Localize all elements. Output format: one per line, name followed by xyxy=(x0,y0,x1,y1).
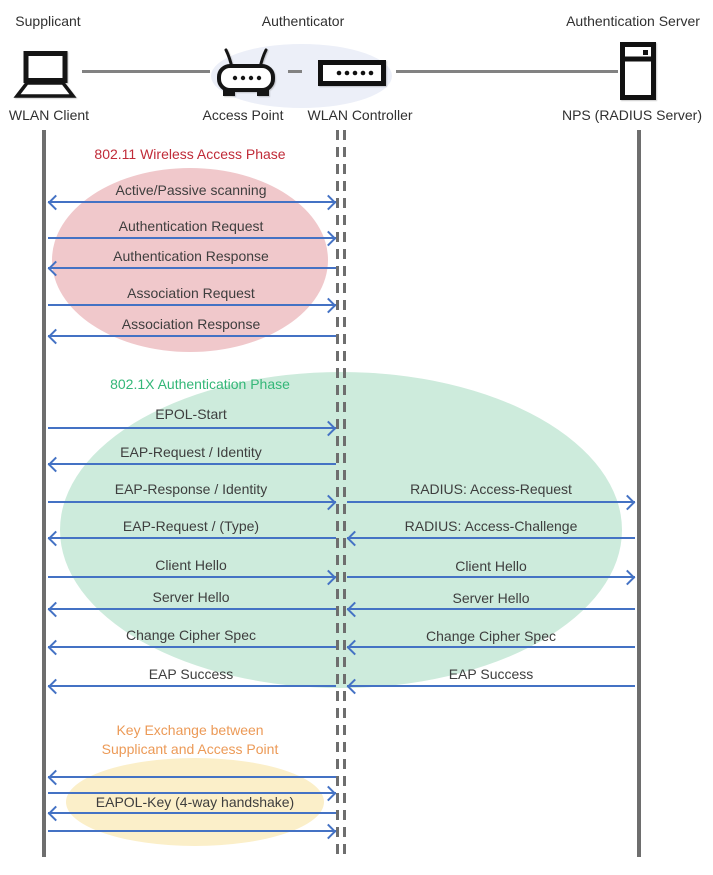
message-label: EAP-Request / (Type) xyxy=(122,518,260,534)
arrow-association-response xyxy=(47,328,336,345)
message-label: EPOL-Start xyxy=(155,406,227,422)
phase3-title-line1: Key Exchange between xyxy=(116,722,264,738)
role-label-supplicant: Supplicant xyxy=(15,13,81,29)
arrow-active-passive-scanning xyxy=(47,194,337,211)
message-label: Client Hello xyxy=(155,557,227,573)
lifeline-wlan-client xyxy=(42,130,46,857)
message-label: Association Response xyxy=(121,316,261,332)
message-label: Server Hello xyxy=(152,589,230,605)
message-label: RADIUS: Access-Request xyxy=(410,481,572,497)
arrow-server-hello-left xyxy=(47,601,336,618)
phase3-title-line2: Supplicant and Access Point xyxy=(101,741,279,757)
role-label-authentication-server: Authentication Server xyxy=(566,13,700,29)
arrowhead-icon xyxy=(320,823,337,840)
arrowhead-icon xyxy=(47,769,64,786)
message-label: Authentication Response xyxy=(113,248,269,264)
message-label: EAPOL-Key (4-way handshake) xyxy=(95,794,295,810)
arrowhead-icon xyxy=(320,194,337,211)
arrow-eap-response-identity xyxy=(48,494,337,511)
arrow-client-hello-left xyxy=(48,569,337,586)
arrow-eapol-key-3 xyxy=(47,805,336,822)
arrowhead-icon xyxy=(47,601,64,618)
wlan-controller-icon xyxy=(318,60,386,86)
lifeline-wlan-controller xyxy=(343,130,346,860)
arrowhead-icon xyxy=(47,328,64,345)
arrow-eapol-key-2 xyxy=(48,785,337,802)
phase2-title: 802.1X Authentication Phase xyxy=(110,376,290,392)
message-label: Server Hello xyxy=(452,590,530,606)
role-label-authenticator: Authenticator xyxy=(261,13,345,29)
arrow-epol-start xyxy=(48,420,337,437)
arrowhead-icon xyxy=(47,805,64,822)
node-label-access-point: Access Point xyxy=(202,107,284,123)
arrow-eapol-key-4 xyxy=(48,823,337,840)
arrow-eap-request-identity xyxy=(47,456,336,473)
access-point-icon xyxy=(217,48,275,96)
arrow-client-hello-right xyxy=(347,569,636,586)
message-label: Change Cipher Spec xyxy=(426,628,556,644)
link-controller-to-server xyxy=(396,70,618,73)
arrow-authentication-response xyxy=(47,260,336,277)
message-label: Client Hello xyxy=(455,558,527,574)
message-label: Association Request xyxy=(127,285,255,301)
link-client-to-ap xyxy=(82,70,210,73)
message-label: Authentication Request xyxy=(118,218,264,234)
arrowhead-icon xyxy=(47,639,64,656)
arrow-radius-access-request xyxy=(347,494,636,511)
arrow-radius-access-challenge xyxy=(346,530,635,547)
message-label: EAP-Request / Identity xyxy=(120,444,262,460)
arrowhead-icon xyxy=(47,678,64,695)
phase1-ellipse xyxy=(52,168,328,352)
arrowhead-icon xyxy=(47,194,64,211)
arrow-association-request xyxy=(48,297,337,314)
arrow-change-cipher-spec-right xyxy=(346,639,635,656)
message-label: EAP Success xyxy=(448,666,534,682)
arrowhead-icon xyxy=(320,297,337,314)
message-label: EAP-Response / Identity xyxy=(114,481,268,497)
arrowhead-icon xyxy=(47,456,64,473)
arrowhead-icon xyxy=(619,569,636,586)
server-icon xyxy=(620,42,656,100)
arrow-change-cipher-spec-left xyxy=(47,639,336,656)
node-label-nps-radius-server: NPS (RADIUS Server) xyxy=(561,107,703,123)
laptop-icon xyxy=(13,51,77,98)
arrow-eapol-key-1 xyxy=(47,769,336,786)
phase1-title: 802.11 Wireless Access Phase xyxy=(94,146,286,162)
message-label: Active/Passive scanning xyxy=(115,182,267,198)
message-label: RADIUS: Access-Challenge xyxy=(404,518,578,534)
lifeline-nps-server xyxy=(637,130,641,857)
arrow-eap-request-type xyxy=(47,530,336,547)
node-label-wlan-client: WLAN Client xyxy=(8,107,90,123)
lifeline-access-point xyxy=(336,130,339,860)
link-ap-to-controller xyxy=(288,70,302,73)
message-label: EAP Success xyxy=(148,666,234,682)
phase2-ellipse xyxy=(60,372,622,688)
message-label: Change Cipher Spec xyxy=(126,627,256,643)
arrow-server-hello-right xyxy=(346,601,635,618)
arrow-eap-success-left xyxy=(47,678,336,695)
arrowhead-icon xyxy=(619,494,636,511)
arrow-authentication-request xyxy=(48,230,337,247)
node-label-wlan-controller: WLAN Controller xyxy=(307,107,413,123)
arrow-eap-success-right xyxy=(346,678,635,695)
